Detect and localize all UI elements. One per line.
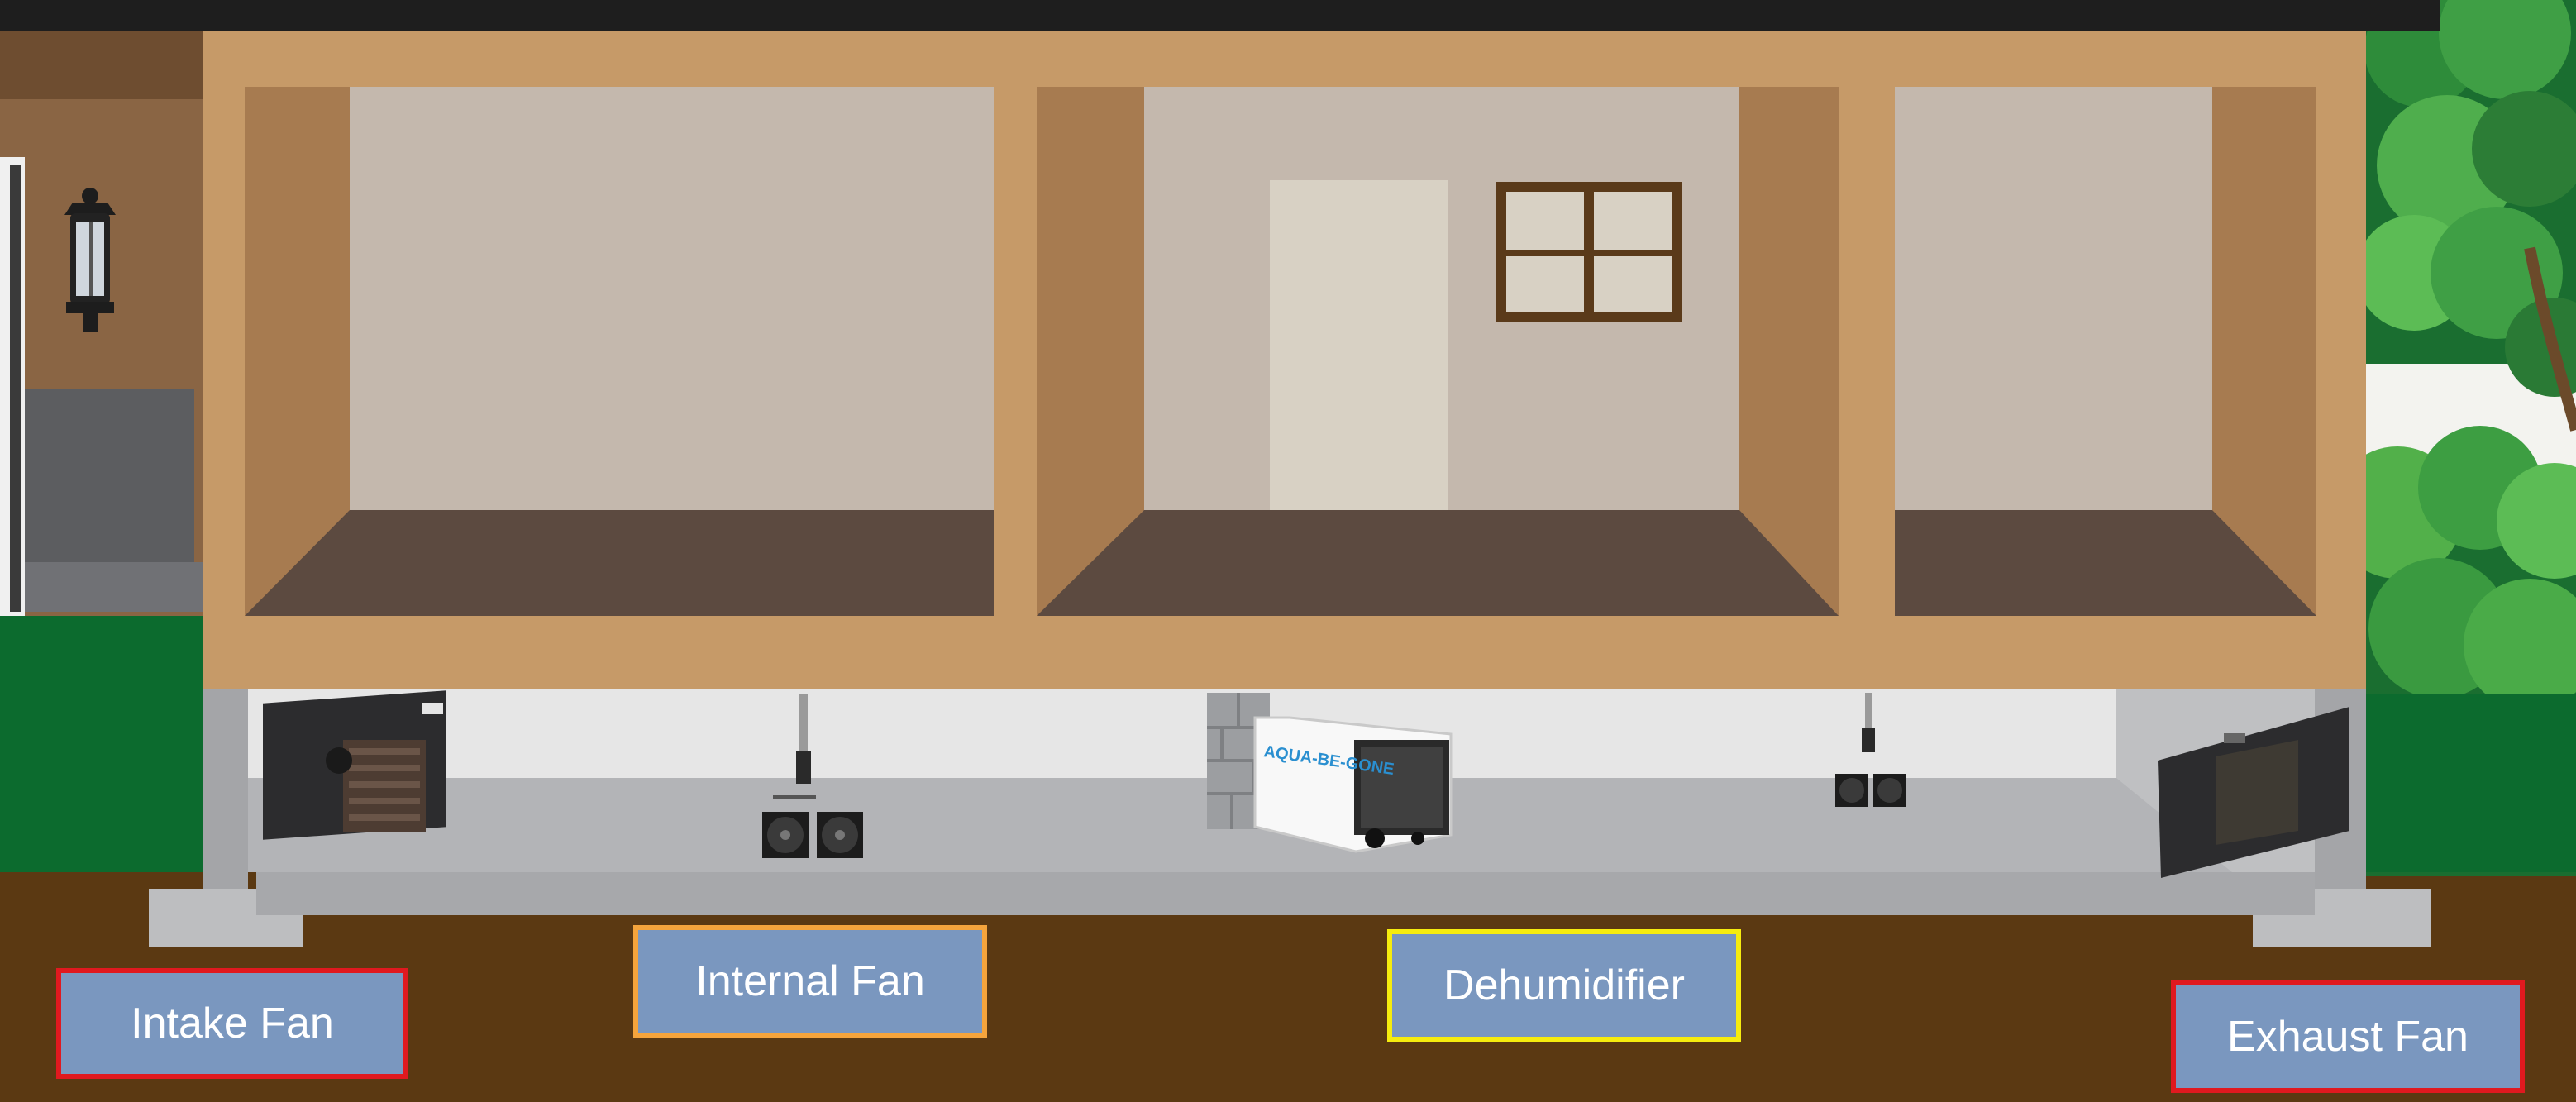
roof-edge: [0, 0, 2440, 31]
internal-fan-right-icon: [1835, 693, 1906, 807]
window-icon: [1496, 182, 1682, 322]
house-structure: [203, 31, 2366, 689]
internal-fan-label: Internal Fan: [633, 925, 987, 1038]
internal-fan-left-icon: [762, 694, 863, 858]
dehumidifier-label: Dehumidifier: [1387, 929, 1741, 1042]
exhaust-fan-label: Exhaust Fan: [2171, 980, 2525, 1093]
trees: [2331, 0, 2576, 876]
neighbor-house: [0, 0, 203, 872]
exhaust-fan-icon: [2158, 707, 2349, 878]
lantern-icon: [64, 188, 116, 332]
intake-fan-icon: [263, 690, 446, 840]
dehumidifier-icon: AQUA-BE-GONE: [1253, 716, 1453, 853]
intake-fan-label: Intake Fan: [56, 968, 408, 1079]
